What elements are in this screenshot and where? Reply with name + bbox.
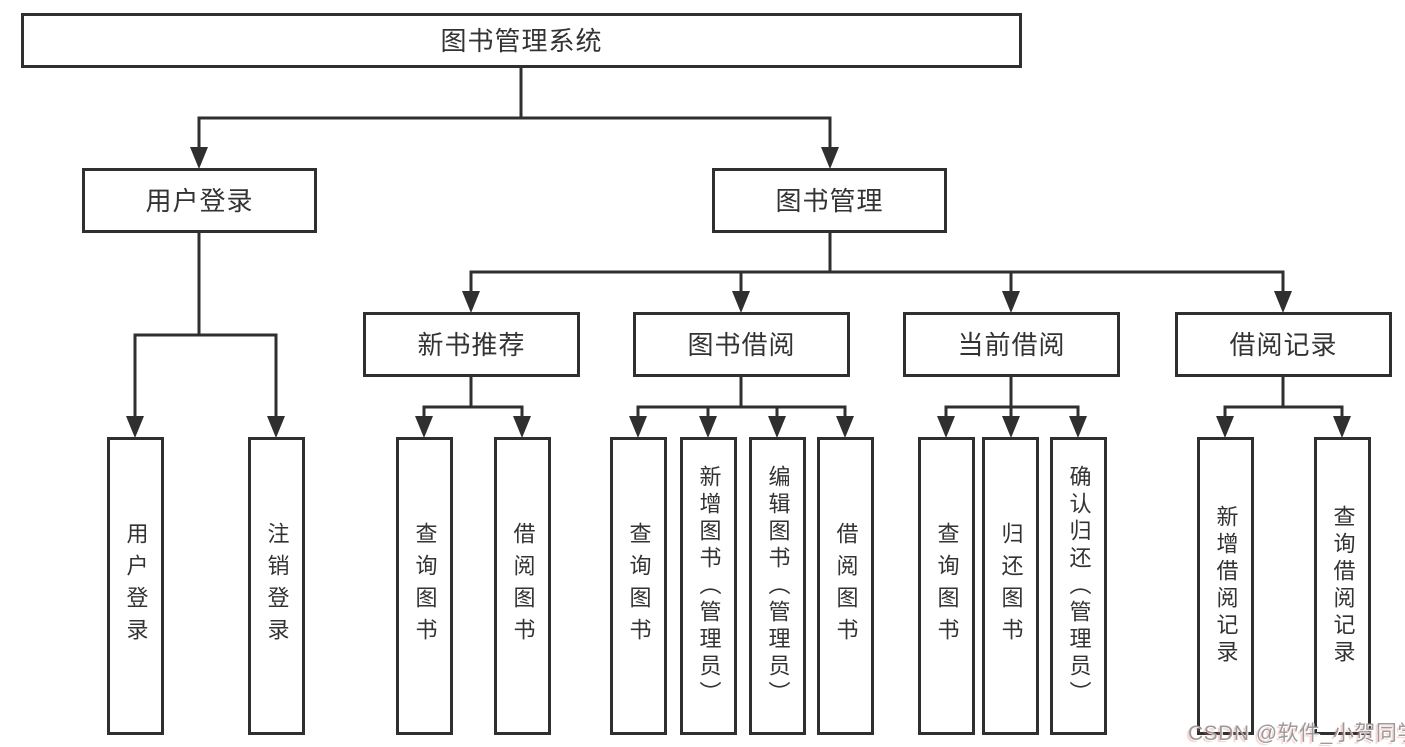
leaf-borrow-books: 借阅图书 xyxy=(817,437,874,735)
leaf-query-books: 查询图书 xyxy=(396,437,453,735)
node-user-login: 用户登录 xyxy=(82,168,317,233)
node-new-book-recommend: 新书推荐 xyxy=(363,312,580,377)
csdn-watermark: CSDN @软件_小贺同学 xyxy=(1188,722,1405,745)
node-book-borrowing: 图书借阅 xyxy=(633,312,850,377)
node-borrowing-records: 借阅记录 xyxy=(1175,312,1392,377)
leaf-borrow-books: 借阅图书 xyxy=(494,437,551,735)
leaf-user-login: 用户登录 xyxy=(107,437,164,735)
leaf-query-books: 查询图书 xyxy=(918,437,975,735)
leaf-return-books: 归还图书 xyxy=(982,437,1039,735)
leaf-edit-books-admin: 编辑图书（管理员） xyxy=(749,437,806,735)
leaf-add-borrow-record: 新增借阅记录 xyxy=(1197,437,1254,735)
leaf-logout: 注销登录 xyxy=(248,437,305,735)
node-current-borrowing: 当前借阅 xyxy=(903,312,1120,377)
node-book-management: 图书管理 xyxy=(712,168,947,233)
leaf-add-books-admin: 新增图书（管理员） xyxy=(680,437,737,735)
leaf-query-books: 查询图书 xyxy=(610,437,667,735)
node-library-management-system: 图书管理系统 xyxy=(21,13,1022,68)
leaf-query-borrow-record: 查询借阅记录 xyxy=(1314,437,1371,735)
leaf-confirm-return-admin: 确认归还（管理员） xyxy=(1050,437,1107,735)
